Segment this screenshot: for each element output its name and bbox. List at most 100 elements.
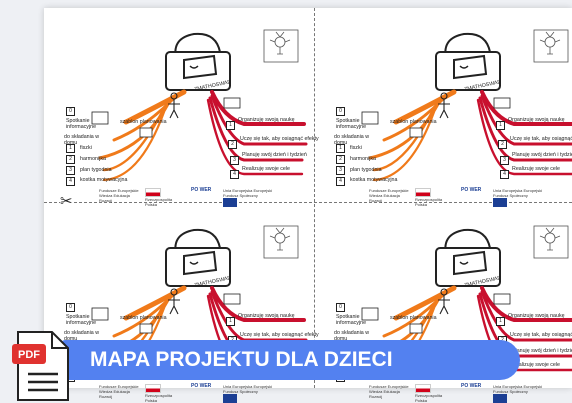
eu-logo-text: Unia Europejska Europejski Fundusz Społe… [223,384,273,394]
mind-map-quadrant: ZMATHOSWAD 1 Organizuję swoją naukę 2 Uc… [314,204,572,403]
note-icons [91,97,241,138]
cut-line-horizontal [44,202,572,203]
left-item: kostka motywacyjna [350,177,398,183]
number-box: 4 [336,177,345,186]
red-branches [476,90,572,176]
project-logo-icon [263,225,299,259]
eu-flag-icon [223,198,237,207]
left-item: kostka motywacyjna [80,177,128,183]
left-item: harmonijka [80,156,106,162]
power-logo: PO WER [191,187,212,193]
poland-logo-text: Rzeczpospolita Polska [145,197,173,207]
right-item: Planuję swój dzień i tydzień [512,152,572,158]
poland-logo-text: Rzeczpospolita Polska [415,393,443,403]
backpack-icon [165,32,231,91]
project-logo-icon [263,29,299,63]
number-box: 2 [66,155,75,164]
right-item: Uczę się tak, aby osiągnąć efekty [510,136,572,142]
eu-logo: Unia Europejska Europejski Fundusz Społe… [223,384,273,403]
number-box: 3 [230,156,239,165]
power-logo: PO WER [191,383,212,389]
mind-map-quadrant: ZMATHOSWAD 1 Organizuję swoją naukę 2 Uc… [314,8,572,207]
stick-figure-icon [168,288,180,315]
number-box: 2 [336,155,345,164]
number-box: 3 [500,156,509,165]
right-item: Organizuję swoją naukę [238,117,295,123]
funding-logos: Fundusze Europejskie Wiedza Edukacja Roz… [99,187,273,207]
left-item: szablon planowania [390,119,437,125]
left-item: do składania w domu [334,330,370,342]
project-logo-icon [533,29,569,63]
project-logo-icon [533,225,569,259]
number-box: 4 [66,177,75,186]
left-item: Spotkanie informacyjne [66,314,97,326]
right-item: Planuję swój dzień i tydzień [242,152,307,158]
left-item: szablon planowania [120,119,167,125]
left-item: fiszki [350,145,362,151]
eu-funds-logo: Fundusze Europejskie Wiedza Edukacja Roz… [369,384,409,399]
mind-map-drawing [91,29,308,182]
number-box: 0 [336,107,345,116]
number-box: 1 [226,317,235,326]
eu-logo-text: Unia Europejska Europejski Fundusz Społe… [493,188,543,198]
right-item: Realizuję swoje cele [512,362,560,368]
eu-flag-icon [493,198,507,207]
right-item: Organizuję swoją naukę [508,117,565,123]
left-item: do składania w domu [64,134,100,146]
note-icons [91,293,241,334]
eu-logo-text: Unia Europejska Europejski Fundusz Społe… [223,188,273,198]
backpack-icon [435,32,501,91]
eu-logo: Unia Europejska Europejski Fundusz Społe… [493,384,543,403]
backpack-icon [435,228,501,287]
eu-logo: Unia Europejska Europejski Fundusz Społe… [493,188,543,207]
left-item: szablon planowania [390,315,437,321]
pdf-label: PDF [18,349,40,361]
mind-map-drawing [361,225,572,378]
left-item: harmonijka [350,156,376,162]
poland-flag-icon [145,188,161,197]
left-item: Spotkanie informacyjne [336,314,367,326]
eu-funds-logo: Fundusze Europejskie Wiedza Edukacja Roz… [369,188,409,203]
left-item: plan tygodnia [350,167,382,173]
right-item: Uczę się tak, aby osiągnąć efekty [240,332,319,338]
number-box: 1 [496,121,505,130]
left-item: Spotkanie informacyjne [336,118,367,130]
number-box: 0 [336,303,345,312]
stick-figure-icon [168,92,180,119]
right-item: Realizuję swoje cele [512,166,560,172]
document-page: ✂ [44,8,572,403]
red-branches [206,90,308,176]
orange-branches [98,89,187,182]
pdf-file-icon[interactable]: PDF [12,330,70,402]
right-item: Uczę się tak, aby osiągnąć efekty [510,332,572,338]
download-banner[interactable]: MAPA PROJEKTU DLA DZIECI PDF [0,330,520,401]
backpack-icon [165,228,231,287]
number-box: 0 [66,107,75,116]
number-box: 1 [496,317,505,326]
poland-flag-icon [415,188,431,197]
power-logo: PO WER [461,383,482,389]
mind-map-drawing [361,29,572,182]
eu-funds-logo: Fundusze Europejskie Wiedza Edukacja Roz… [99,384,139,399]
poland-logo: Rzeczpospolita Polska [145,188,185,207]
left-item: do składania w domu [334,134,370,146]
number-box: 2 [498,140,507,149]
number-box: 0 [66,303,75,312]
right-item: Planuję swój dzień i tydzień [512,348,572,354]
eu-flag-icon [493,394,507,403]
number-box: 4 [230,170,239,179]
left-item: Spotkanie informacyjne [66,118,97,130]
number-box: 3 [336,166,345,175]
power-logo: PO WER [461,187,482,193]
number-box: 3 [66,166,75,175]
left-item: plan tygodnia [80,167,112,173]
orange-branches [368,89,457,182]
note-icons [361,293,511,334]
left-item: szablon planowania [120,315,167,321]
poland-logo-text: Rzeczpospolita Polska [415,197,443,207]
number-box: 1 [336,144,345,153]
stick-figure-icon [438,92,450,119]
left-item: fiszki [80,145,92,151]
number-box: 4 [500,170,509,179]
banner-title[interactable]: MAPA PROJEKTU DLA DZIECI [60,340,520,380]
